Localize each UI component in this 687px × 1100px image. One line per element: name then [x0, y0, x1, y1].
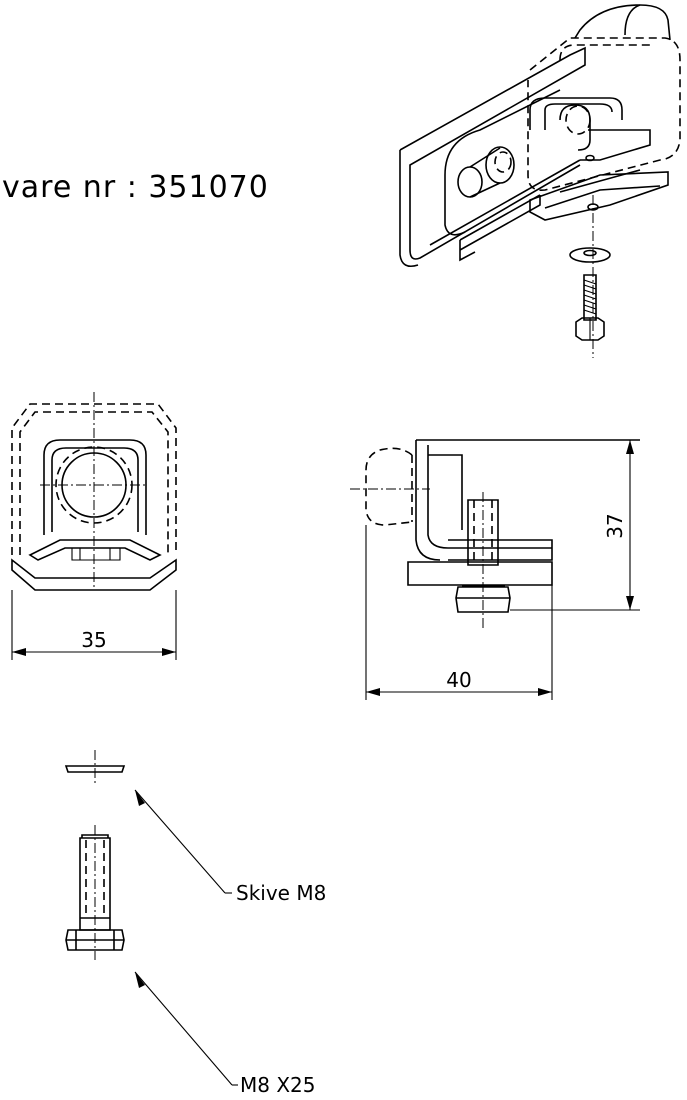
bolt-callout: M8 X25 — [240, 1073, 316, 1097]
washer — [64, 750, 126, 785]
dim-front-width: 35 — [81, 628, 106, 652]
parts-detail: Skive M8 M8 X25 — [64, 750, 326, 1097]
front-view: 35 — [11, 392, 177, 660]
bolt — [65, 825, 125, 960]
iso-bolt — [575, 274, 605, 341]
article-number: vare nr : 351070 — [2, 170, 269, 205]
isometric-view — [399, 4, 681, 358]
side-view: 37 40 — [350, 439, 640, 700]
dim-side-width: 40 — [446, 668, 471, 692]
dim-side-height: 37 — [603, 513, 627, 538]
washer-callout: Skive M8 — [236, 881, 326, 905]
